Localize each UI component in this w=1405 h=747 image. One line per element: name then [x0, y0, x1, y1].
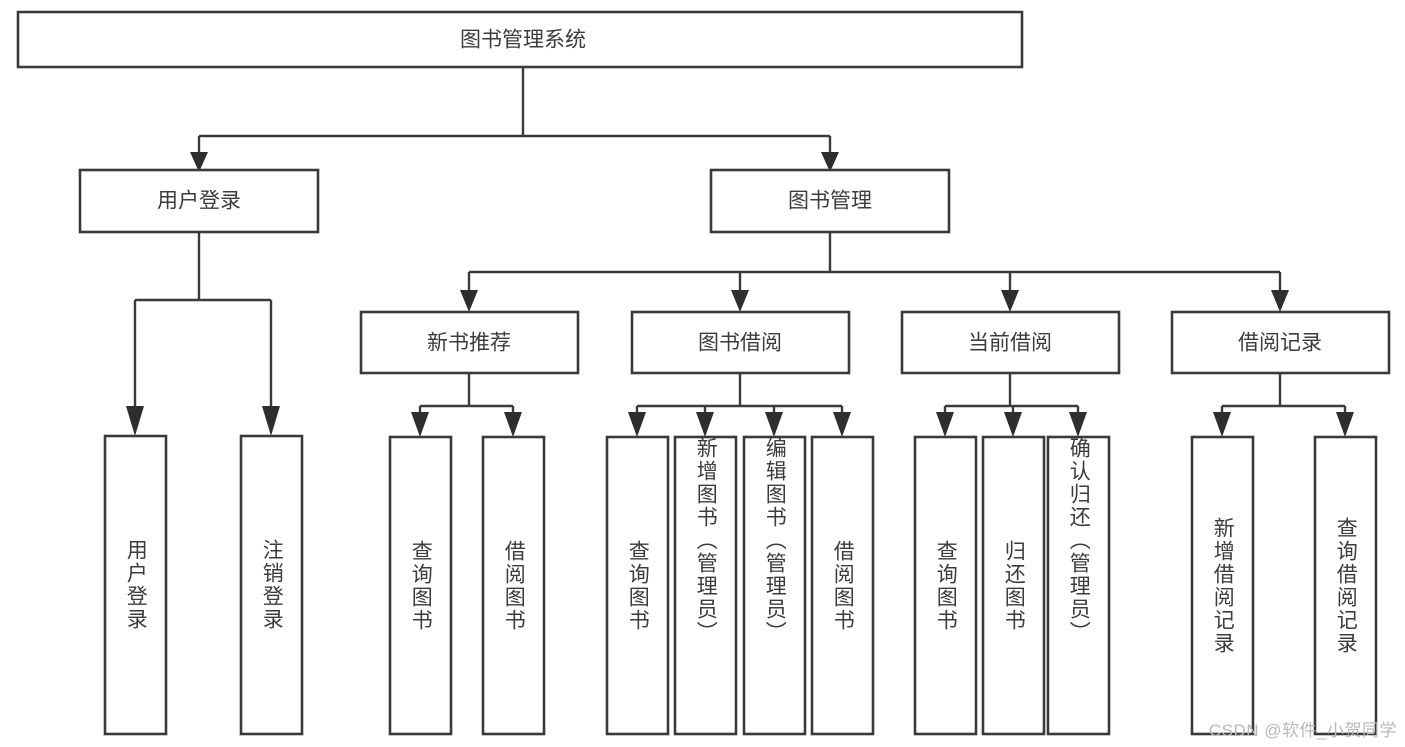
arrow-icon-user-login-leaf-1	[126, 406, 144, 436]
node-root[interactable]	[16, 10, 1024, 69]
arrow-icon-book-borrow-leaf-1	[628, 412, 646, 437]
arrow-icon-book-borrow-leaf-4	[833, 412, 851, 437]
watermark-text: CSDN @软件_小贺同学	[1208, 721, 1397, 740]
arrow-icon-current-borrow-leaf-2	[1004, 412, 1022, 437]
leaf-current-borrow-0[interactable]	[913, 435, 978, 736]
arrow-icon-new-book-leaf-2	[504, 412, 522, 437]
arrow-icon-to-new-book	[460, 290, 478, 312]
arrow-icon-to-book-manage	[821, 152, 839, 172]
label-borrow-record: 借阅记录	[1238, 332, 1322, 355]
arrow-icon-to-borrow-record	[1271, 290, 1289, 312]
arrow-icon-user-login-leaf-2	[262, 406, 280, 436]
leaf-new-book-1[interactable]	[481, 435, 546, 736]
node-user-login[interactable]	[78, 168, 320, 234]
leaf-book-borrow-2[interactable]	[742, 435, 807, 736]
node-book-manage[interactable]	[709, 168, 951, 234]
leaf-new-book-0[interactable]	[388, 435, 453, 736]
arrow-icon-book-borrow-leaf-2	[696, 412, 714, 437]
arrow-icon-borrow-record-leaf-1	[1213, 412, 1231, 437]
arrow-icon-book-borrow-leaf-3	[765, 412, 783, 437]
leaf-borrow-record-1[interactable]	[1313, 435, 1378, 736]
horizontal-label-layer: 图书管理系统 用户登录 图书管理 新书推荐 图书借阅 当前借阅 借阅记录	[157, 29, 1322, 355]
leaf-book-borrow-3[interactable]	[810, 435, 875, 736]
leaf-current-borrow-2[interactable]	[1046, 435, 1111, 736]
arrow-icon-to-current-borrow	[1001, 290, 1019, 312]
label-book-manage: 图书管理	[788, 190, 872, 213]
arrow-icon-current-borrow-leaf-1	[936, 412, 954, 437]
label-book-borrow: 图书借阅	[698, 332, 782, 355]
node-book-borrow[interactable]	[630, 310, 851, 375]
arrow-icon-borrow-record-leaf-2	[1336, 412, 1354, 437]
arrow-icon-to-user-login	[190, 152, 208, 172]
node-borrow-record[interactable]	[1170, 310, 1391, 375]
label-current-borrow: 当前借阅	[968, 332, 1052, 355]
label-root: 图书管理系统	[460, 29, 586, 52]
node-current-borrow[interactable]	[900, 310, 1121, 375]
arrow-icon-to-book-borrow	[731, 290, 749, 312]
leaf-book-borrow-0[interactable]	[605, 435, 670, 736]
leaf-user-login-1[interactable]	[239, 434, 304, 736]
leaf-book-borrow-1[interactable]	[673, 435, 738, 736]
node-new-book-recommend[interactable]	[359, 310, 580, 375]
leaf-borrow-record-0[interactable]	[1190, 435, 1255, 736]
label-user-login: 用户登录	[157, 190, 241, 213]
leaf-current-borrow-1[interactable]	[981, 435, 1046, 736]
leaf-user-login-0[interactable]	[103, 434, 168, 736]
node-box-layer	[16, 10, 1391, 736]
arrow-icon-new-book-leaf-1	[411, 412, 429, 437]
arrow-icon-current-borrow-leaf-3	[1069, 412, 1087, 437]
arrowhead-layer	[126, 152, 1354, 437]
label-new-book-recommend: 新书推荐	[427, 332, 511, 355]
